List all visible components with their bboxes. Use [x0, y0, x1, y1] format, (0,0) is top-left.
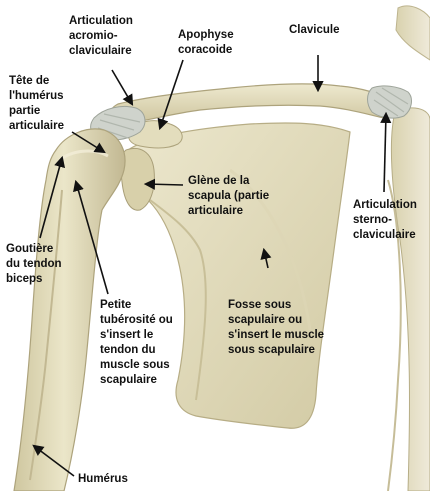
- sterno-clavicular-ligament: [368, 86, 412, 118]
- pointer-acromio: [112, 70, 132, 104]
- pointer-sterno: [384, 114, 386, 192]
- label-petite-tuberosite: Petite tubérosité ou s'insert le tendon …: [100, 298, 173, 388]
- label-acromio-claviculaire: Articulation acromio- claviculaire: [69, 14, 133, 59]
- glenoid-fossa: [121, 148, 155, 210]
- sternum-rib-cage: [388, 6, 430, 491]
- label-glene-scapula: Glène de la scapula (partie articulaire: [188, 174, 269, 219]
- label-fosse-sous-scapulaire: Fosse sous scapulaire ou s'insert le mus…: [228, 298, 324, 358]
- label-apophyse-coracoide: Apophyse coracoide: [178, 28, 234, 58]
- pointer-glene: [146, 184, 183, 185]
- clavicle-bone: [110, 84, 395, 124]
- label-sterno-claviculaire: Articulation sterno- claviculaire: [353, 198, 417, 243]
- label-clavicule: Clavicule: [289, 23, 340, 38]
- label-humerus: Humérus: [78, 472, 128, 487]
- label-tete-humerus: Tête de l'humérus partie articulaire: [9, 74, 64, 134]
- label-gouttiere-biceps: Goutière du tendon biceps: [6, 242, 62, 287]
